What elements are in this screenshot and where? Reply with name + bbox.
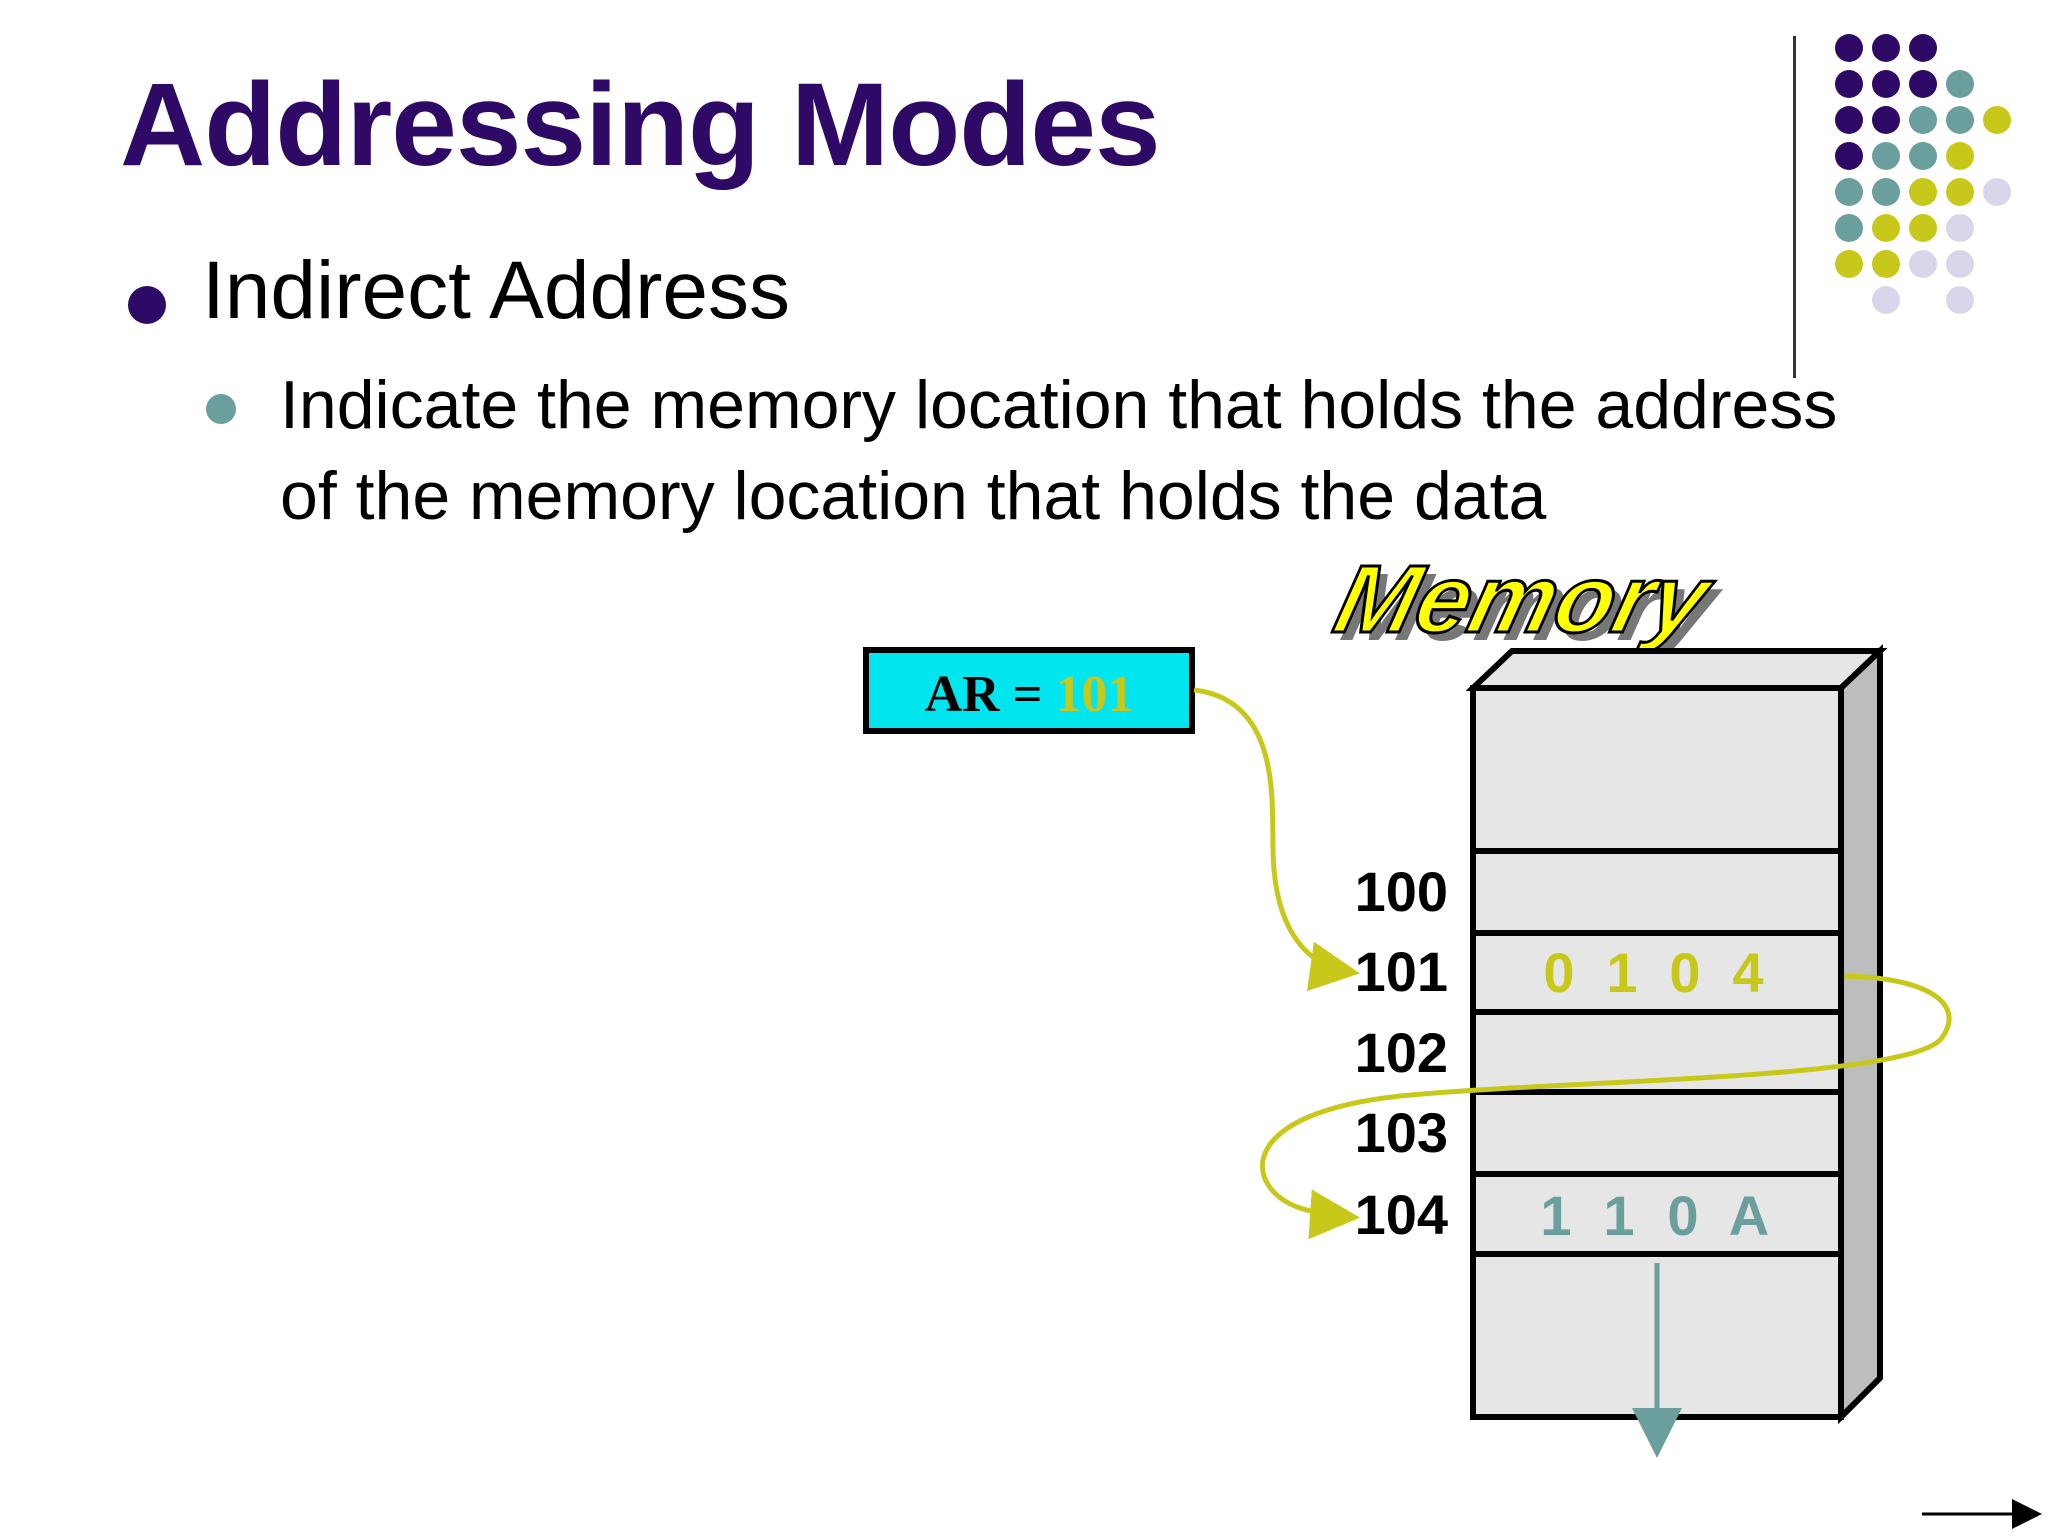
bullet-dot-primary	[128, 286, 166, 324]
decorative-dot	[1909, 70, 1937, 98]
decorative-dot	[1835, 250, 1863, 278]
bullet-level1-text: Indirect Address	[202, 245, 790, 336]
bullet-dot-secondary	[206, 394, 236, 424]
decorative-dot	[1983, 178, 2011, 206]
decorative-dot	[1872, 178, 1900, 206]
decorative-dot	[1872, 214, 1900, 242]
cell-101-digit: 0	[1669, 941, 1700, 1004]
address-label: 101	[1355, 940, 1448, 1003]
memory-label: Memory	[1325, 545, 1725, 652]
header-divider	[1793, 36, 1796, 378]
decorative-dot	[1835, 142, 1863, 170]
address-label: 102	[1355, 1021, 1448, 1084]
decorative-dot	[1946, 106, 1974, 134]
cell-104-digit: 1	[1603, 1184, 1634, 1247]
cell-101-digit: 1	[1606, 941, 1637, 1004]
arrow-0104-to-104	[1260, 973, 1952, 1240]
decorative-dot	[1909, 214, 1937, 242]
decorative-dot	[1872, 142, 1900, 170]
cell-104-digit: A	[1729, 1184, 1769, 1247]
decorative-dot	[1983, 106, 2011, 134]
memory-label-shadow: Memory	[1333, 553, 1733, 660]
decorative-dot	[1835, 34, 1863, 62]
memory-side-face	[1838, 644, 1883, 1425]
decorative-dot	[1872, 34, 1900, 62]
decorative-dot	[1872, 70, 1900, 98]
bullet-level2-text: Indicate the memory location that holds …	[280, 367, 1838, 534]
decorative-dot	[1835, 70, 1863, 98]
decorative-dot	[1946, 178, 1974, 206]
register-name: AR =	[925, 666, 1056, 723]
cell-101-digit: 0	[1543, 941, 1574, 1004]
address-label: 104	[1355, 1183, 1448, 1246]
decorative-dot	[1872, 250, 1900, 278]
cell-104-digit: 1	[1540, 1184, 1571, 1247]
decorative-dot	[1909, 142, 1937, 170]
decorative-dot	[1946, 250, 1974, 278]
address-label: 100	[1355, 860, 1448, 923]
register-value: 101	[1055, 666, 1133, 723]
dot-grid-group	[1835, 34, 2011, 314]
decorative-dot	[1872, 106, 1900, 134]
decorative-dot	[1872, 286, 1900, 314]
cell-104-digit: 0	[1667, 1184, 1698, 1247]
address-label: 103	[1355, 1101, 1448, 1164]
arrow-ar-to-101	[1193, 687, 1360, 992]
slide-title: Addressing Modes	[120, 59, 1161, 191]
memory-top-face	[1465, 648, 1888, 691]
cell-101-digit: 4	[1732, 941, 1763, 1004]
decorative-dot	[1835, 178, 1863, 206]
decorative-dot	[1909, 34, 1937, 62]
decorative-dot	[1909, 106, 1937, 134]
decorative-dot	[1909, 250, 1937, 278]
decorative-dot	[1946, 142, 1974, 170]
decorative-dot	[1946, 214, 1974, 242]
address-register-box	[863, 647, 1195, 734]
decorative-dot	[1835, 106, 1863, 134]
decorative-dot	[1909, 178, 1937, 206]
decorative-dot	[1946, 70, 1974, 98]
decorative-dot	[1946, 286, 1974, 314]
address-register-label: AR = 101	[925, 666, 1134, 723]
decorative-dot	[1835, 214, 1863, 242]
